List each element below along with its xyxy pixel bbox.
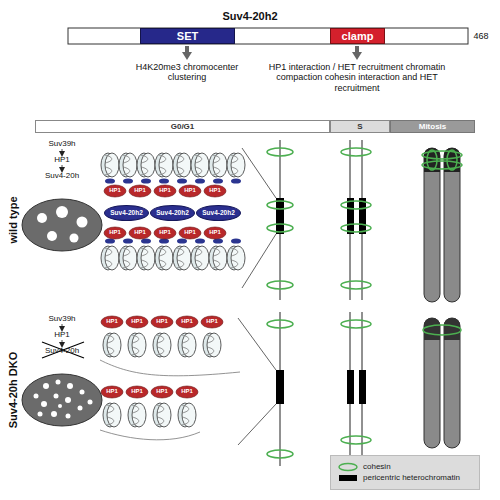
heterochromatin [347,370,354,404]
node-text: Suv4-20h2 [202,210,235,217]
cohesin-ring [423,325,461,335]
phase-band: S [330,120,390,133]
domain-box: clamp [330,28,385,44]
legend-ring [337,462,359,472]
node-text: G0/G1 [171,123,195,131]
nucleosome-row [101,153,245,184]
chromatid [444,318,460,448]
cohesin-rings [422,150,462,170]
phase-band: Mitosis [390,120,475,133]
protein-label: HP1 [201,318,223,325]
pathway-label: HP1 [32,155,92,164]
protein-label: HP1 [176,388,198,395]
protein-label: HP1 [154,187,176,194]
protein-label: HP1 [151,388,173,395]
chromocenter [56,206,68,218]
protein-label: HP1 [129,229,151,236]
legend-row: pericentric heterochromatin [337,474,473,483]
protein-label: HP1 [204,229,226,236]
protein-label: HP1 [154,229,176,236]
legend-row: cohesin [337,462,473,472]
legend-text: cohesin [363,463,391,472]
row-label: Suv4-20h DKO [7,325,21,455]
chromatid [444,148,460,302]
hp1-blobs [101,316,223,398]
nucleus [22,199,102,251]
enzyme-oval: Suv4-20h2 [150,205,195,221]
pathway-arrow [62,165,63,170]
protein-label: HP1 [104,229,126,236]
pathway-label: Suv4-20h [32,346,92,355]
chromocenter [37,213,47,223]
nucleus [22,374,102,426]
pathway-label: Suv39h [32,314,92,323]
chromocenter [47,231,57,241]
node-text: SET [177,31,198,42]
protein-label: HP1 [179,229,201,236]
cohesin-ring [339,464,357,471]
domain-arrow [185,46,189,56]
enzyme-oval: Suv4-20h2 [196,205,241,221]
pathway-arrow [62,324,63,329]
chromocenter [70,234,79,243]
protein-label: HP1 [151,318,173,325]
function-note: H4K20me3 chromocenter clustering [131,62,243,83]
residue-number: 468 [468,31,494,41]
function-note: HP1 interaction / HET recruitment chroma… [266,62,448,93]
heterochromatin [359,370,366,404]
chromocenters [34,380,93,419]
row-label: wild type [7,170,21,270]
legend-text: pericentric heterochromatin [363,474,460,483]
heterochromatin [424,318,440,340]
pathway-arrow [62,340,63,345]
enzyme-oval: Suv4-20h2 [104,205,149,221]
zoom-line [242,234,276,288]
heterochromatin [347,198,354,234]
chromocenter [77,217,88,228]
legend-box: cohesin pericentric heterochromatin [330,455,480,490]
domain-box: SET [140,28,235,44]
domain-arrow [355,46,359,56]
pathway-arrow [62,149,63,154]
node-text: Mitosis [419,123,447,131]
protein-label: HP1 [101,388,123,395]
pathway-label: Suv4-20h [32,171,92,180]
node-text: Suv4-20h2 [156,210,189,217]
protein-label: HP1 [104,187,126,194]
protein-label: HP1 [101,318,123,325]
node-text: S [357,123,362,131]
protein-label: HP1 [126,388,148,395]
chromatid [424,318,440,448]
protein-label: HP1 [179,187,201,194]
protein-label: HP1 [176,318,198,325]
legend-swatch [339,475,357,481]
protein-label: HP1 [126,318,148,325]
pathway-label: Suv39h [32,139,92,148]
heterochromatin [444,318,460,340]
protein-label: HP1 [204,187,226,194]
protein-bar [68,28,468,44]
node-text: Suv4-20h2 [110,210,143,217]
pathway-label: HP1 [32,330,92,339]
heterochromatin [276,198,284,234]
node-text: clamp [342,31,374,42]
nucleosome-row [103,403,196,427]
nucleosome-row [101,238,245,270]
cohesin-rings [341,320,371,444]
dna-strand [100,360,240,440]
cohesin-rings [267,148,293,289]
diagram-title: Suv4-20h2 [150,10,350,22]
zoom-line [238,404,276,445]
zoom-line [238,318,276,370]
chromatid [424,148,440,302]
phase-band: G0/G1 [35,120,330,133]
cohesin-rings [267,320,293,458]
heterochromatin [359,198,366,234]
cohesin-rings [341,148,371,289]
heterochromatin [276,370,284,404]
protein-label: HP1 [129,187,151,194]
nucleosome-row [103,333,221,357]
